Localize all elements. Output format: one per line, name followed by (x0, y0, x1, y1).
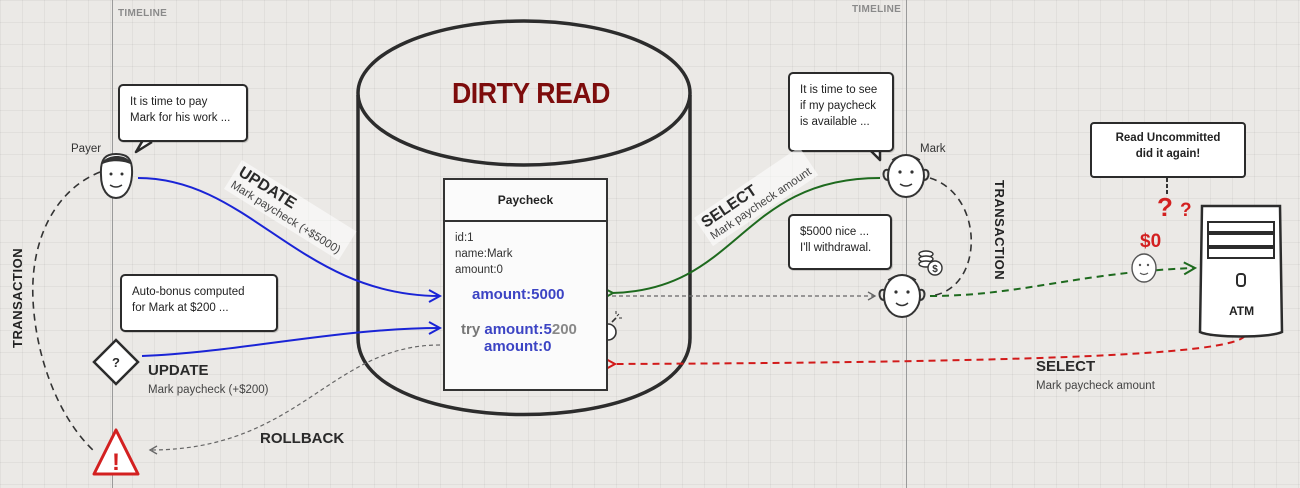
record-field-amount: amount:0 (455, 264, 503, 276)
left-timeline-line (112, 0, 113, 488)
auto-bonus-line-1: Auto-bonus computed (132, 286, 245, 298)
svg-text:?: ? (112, 355, 120, 370)
right-transaction-label: TRANSACTION (992, 180, 1007, 281)
rollback-title: ROLLBACK (260, 430, 345, 447)
amount-update-text: amount:5000 (472, 286, 565, 303)
update1-arrow (137, 177, 440, 296)
left-transaction-curve (32, 171, 101, 453)
update2-title: UPDATE (148, 362, 209, 379)
mark-withdraw-speech-bubble: $5000 nice ... I'll withdrawal. (788, 214, 892, 270)
question-mark-large: ? (1157, 192, 1173, 222)
svg-text:$: $ (932, 264, 938, 275)
mark-check-line-3: is available ... (800, 116, 870, 128)
try-prefix: try (461, 321, 481, 338)
record-field-name: name:Mark (455, 248, 513, 260)
mark-avatar-small (1131, 253, 1157, 283)
left-transaction-label: TRANSACTION (10, 247, 25, 348)
try-amount-text: try amount:5200 (461, 321, 577, 338)
database-cylinder (356, 19, 692, 417)
right-transaction-curve (929, 177, 972, 297)
record-field-id: id:1 (455, 232, 474, 244)
select2-title: SELECT (1036, 358, 1096, 375)
payer-avatar (99, 152, 134, 200)
mark-check-speech-bubble: It is time to see if my paycheck is avai… (788, 72, 894, 152)
update2-arrow (141, 328, 440, 357)
mark-avatar-top (882, 154, 930, 198)
mark-withdraw-line-1: $5000 nice ... (800, 226, 870, 238)
question-mark-small: ? (1180, 200, 1192, 221)
paycheck-record: Paycheck id:1 name:Mark amount:0 (443, 178, 608, 391)
amount-after-text: amount:0 (484, 338, 552, 355)
coins-icon: $ (918, 250, 943, 276)
payer-bubble-line-1: It is time to pay (130, 96, 208, 108)
payer-label: Payer (71, 143, 102, 155)
try-amount-main: amount:5 (484, 321, 552, 338)
payer-speech-bubble: It is time to pay Mark for his work ... (118, 84, 248, 142)
atm-label: ATM (1229, 304, 1255, 318)
paycheck-record-title: Paycheck (445, 180, 606, 222)
select1-arrow (612, 177, 881, 293)
atm-select-arrow (614, 335, 1246, 364)
warning-icon: ! (92, 428, 140, 476)
note-line-2: did it again! (1135, 148, 1201, 160)
atm-balance: $0 (1140, 231, 1162, 252)
auto-bonus-line-2: for Mark at $200 ... (132, 302, 229, 314)
update2-subtitle: Mark paycheck (+$200) (148, 384, 269, 396)
mark-withdraw-line-2: I'll withdrawal. (800, 242, 872, 254)
mark-avatar-bottom (878, 274, 926, 318)
question-diamond-icon: ? (92, 338, 140, 386)
rollback-arrow (148, 344, 441, 455)
select2-subtitle: Mark paycheck amount (1036, 380, 1155, 392)
try-amount-faded: 200 (551, 321, 577, 338)
svg-text:!: ! (112, 449, 120, 476)
read-uncommitted-note: Read Uncommitted did it again! (1090, 122, 1246, 178)
mark-to-atm-arrow (929, 268, 1195, 297)
atm-machine (1198, 204, 1284, 338)
note-line-1: Read Uncommitted (1115, 132, 1221, 144)
diagram-title: DIRTY READ (452, 78, 610, 110)
mark-check-line-2: if my paycheck (800, 100, 877, 112)
right-timeline-label: TIMELINE (852, 4, 902, 15)
auto-bonus-speech-bubble: Auto-bonus computed for Mark at $200 ... (120, 274, 278, 332)
mark-label: Mark (920, 143, 946, 155)
payer-bubble-line-2: Mark for his work ... (130, 112, 231, 124)
right-timeline-line (906, 0, 907, 488)
mark-check-line-1: It is time to see (800, 84, 878, 96)
left-timeline-label: TIMELINE (118, 8, 168, 19)
